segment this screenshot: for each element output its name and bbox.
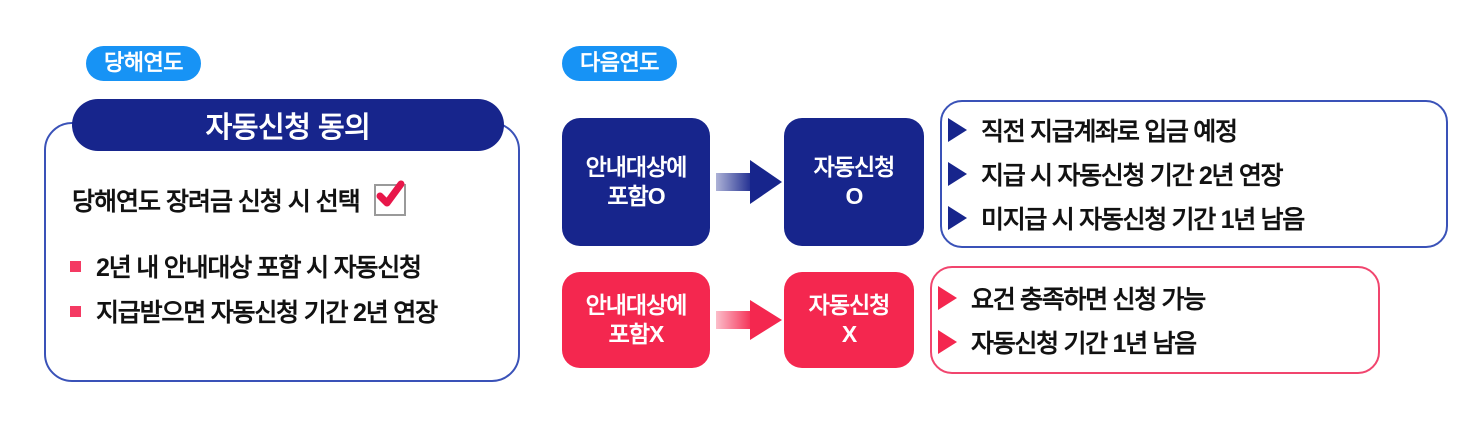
node-line-1: 자동신청	[808, 292, 891, 319]
headline-text: 당해연도 장려금 신청 시 선택	[72, 188, 361, 216]
outcome-list-included: 직전 지급계좌로 입금 예정 지급 시 자동신청 기간 2년 연장 미지급 시 …	[948, 108, 1305, 240]
node-line-2: X	[841, 321, 857, 347]
badge-current-year: 당해연도	[86, 46, 201, 82]
list-item-label: 요건 충족하면 신청 가능	[971, 286, 1206, 314]
list-item: 요건 충족하면 신청 가능	[938, 276, 1206, 320]
badge-next-year: 다음연도	[562, 46, 677, 82]
list-item-label: 직전 지급계좌로 입금 예정	[981, 118, 1238, 146]
triangle-bullet-icon	[938, 330, 957, 354]
auto-apply-consent-title: 자동신청 동의	[72, 99, 504, 151]
list-item-label: 지급 시 자동신청 기간 2년 연장	[981, 162, 1284, 190]
outcome-list-not-included: 요건 충족하면 신청 가능 자동신청 기간 1년 남음	[938, 276, 1206, 364]
list-item: 자동신청 기간 1년 남음	[938, 320, 1205, 364]
list-item-label: 미지급 시 자동신청 기간 1년 남음	[981, 206, 1305, 234]
list-item: 지급 시 자동신청 기간 2년 연장	[948, 152, 1304, 196]
current-year-bullet-list: 2년 내 안내대상 포함 시 자동신청 지급받으면 자동신청 기간 2년 연장	[70, 248, 500, 338]
checkmark-icon	[376, 180, 405, 207]
arrow-right-icon	[716, 298, 782, 347]
triangle-bullet-icon	[948, 206, 967, 230]
list-item: 미지급 시 자동신청 기간 1년 남음	[948, 196, 1305, 240]
outcome-panel-included	[940, 100, 1448, 248]
square-bullet-icon	[70, 305, 81, 317]
node-line-1: 자동신청	[813, 154, 896, 181]
list-item: 2년 내 안내대상 포함 시 자동신청	[70, 248, 500, 284]
triangle-bullet-icon	[938, 286, 957, 310]
triangle-bullet-icon	[948, 118, 967, 142]
node-line-1: 안내대상에	[585, 154, 688, 181]
current-year-headline: 당해연도 장려금 신청 시 선택	[72, 180, 406, 218]
square-bullet-icon	[70, 260, 81, 272]
current-year-panel	[44, 122, 520, 382]
list-item-label: 자동신청 기간 1년 남음	[971, 330, 1197, 358]
list-item-label: 2년 내 안내대상 포함 시 자동신청	[96, 254, 422, 282]
triangle-bullet-icon	[948, 162, 967, 186]
node-line-1: 안내대상에	[585, 292, 688, 319]
outcome-panel-not-included	[930, 266, 1380, 374]
list-item-label: 지급받으면 자동신청 기간 2년 연장	[96, 299, 438, 327]
node-auto-apply-no: 자동신청 X	[784, 272, 914, 368]
node-line-2: 포함X	[608, 321, 665, 347]
node-included-in-notice: 안내대상에 포함O	[562, 118, 710, 246]
list-item: 직전 지급계좌로 입금 예정	[948, 108, 1304, 152]
list-item: 지급받으면 자동신청 기간 2년 연장	[70, 293, 500, 329]
node-not-included-in-notice: 안내대상에 포함X	[562, 272, 710, 368]
node-auto-apply-yes: 자동신청 O	[784, 118, 924, 246]
arrow-right-icon	[716, 158, 782, 211]
consent-checkbox[interactable]	[373, 180, 406, 216]
node-line-2: O	[845, 183, 864, 209]
node-line-2: 포함O	[607, 183, 665, 209]
